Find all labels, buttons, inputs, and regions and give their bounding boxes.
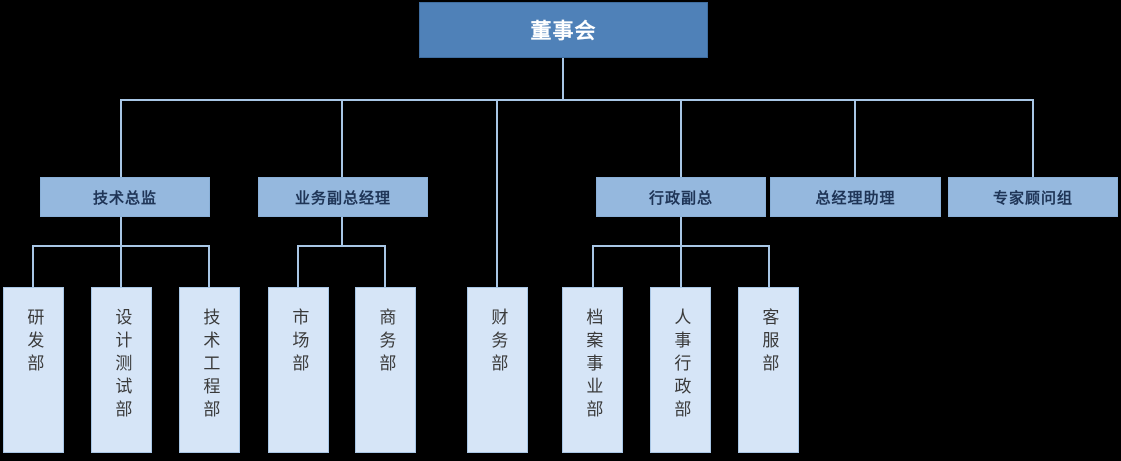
connector-stem-tech-director (120, 217, 122, 246)
node-label: 商务部 (376, 308, 396, 377)
node-finance-dept[interactable]: 财务部 (467, 287, 528, 453)
node-label: 档案事业部 (583, 308, 603, 423)
connector-drop-expert-group (1032, 99, 1034, 177)
connector-drop-customer-service-dept (768, 245, 770, 287)
connector-drop-admin-vp (680, 99, 682, 177)
connector-drop-design-test-dept (120, 245, 122, 287)
connector-drop-tech-engineering-dept (208, 245, 210, 287)
node-label: 技术工程部 (200, 308, 220, 423)
node-label: 行政副总 (648, 189, 713, 207)
node-label: 客服部 (759, 308, 779, 377)
node-label: 人事行政部 (671, 308, 691, 423)
node-label: 市场部 (289, 308, 309, 377)
node-expert-advisory-group[interactable]: 专家顾问组 (948, 177, 1118, 217)
node-label: 董事会 (530, 20, 597, 43)
connector-drop-commerce-dept (384, 245, 386, 287)
connector-drop-finance-dept (496, 99, 498, 287)
connector-stem-admin-vp (680, 217, 682, 246)
node-rd-dept[interactable]: 研发部 (3, 287, 64, 453)
node-admin-vp[interactable]: 行政副总 (596, 177, 766, 217)
connector-drop-archives-division (592, 245, 594, 287)
node-board-of-directors[interactable]: 董事会 (419, 2, 708, 58)
node-tech-director[interactable]: 技术总监 (40, 177, 210, 217)
node-label: 业务副总经理 (294, 189, 391, 207)
connector-drop-rd-dept (32, 245, 34, 287)
node-customer-service-dept[interactable]: 客服部 (738, 287, 799, 453)
connector-root-stem (562, 58, 564, 101)
node-label: 专家顾问组 (992, 189, 1073, 207)
node-tech-engineering-dept[interactable]: 技术工程部 (179, 287, 240, 453)
node-design-test-dept[interactable]: 设计测试部 (91, 287, 152, 453)
node-label: 研发部 (24, 308, 44, 377)
connector-drop-tech-director (120, 99, 122, 177)
node-gm-assistant[interactable]: 总经理助理 (770, 177, 941, 217)
connector-drop-gm-assistant (854, 99, 856, 177)
connector-drop-marketing-dept (297, 245, 299, 287)
connector-bus-business-vp (298, 245, 386, 247)
node-label: 设计测试部 (112, 308, 132, 423)
node-label: 财务部 (488, 308, 508, 377)
node-label: 总经理助理 (815, 189, 896, 207)
connector-level2-bus (121, 99, 1034, 101)
node-marketing-dept[interactable]: 市场部 (268, 287, 329, 453)
node-hr-admin-dept[interactable]: 人事行政部 (650, 287, 711, 453)
node-commerce-dept[interactable]: 商务部 (355, 287, 416, 453)
connector-stem-business-vp (341, 217, 343, 246)
node-archives-division[interactable]: 档案事业部 (562, 287, 623, 453)
node-business-vp[interactable]: 业务副总经理 (258, 177, 428, 217)
connector-drop-business-vp (341, 99, 343, 177)
connector-drop-hr-admin-dept (680, 245, 682, 287)
node-label: 技术总监 (92, 189, 157, 207)
